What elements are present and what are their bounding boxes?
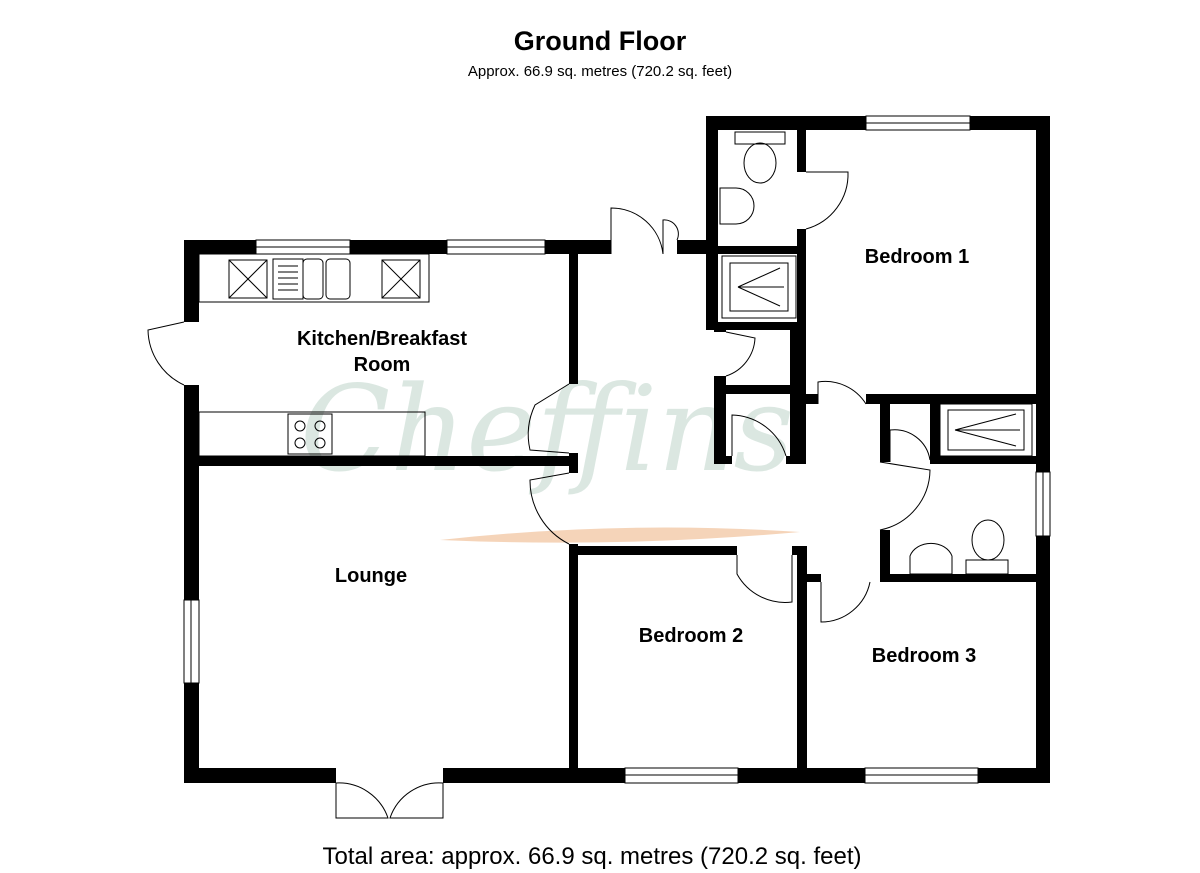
wc-icon <box>743 142 777 184</box>
total-area: Total area: approx. 66.9 sq. metres (720… <box>322 843 862 870</box>
bathroom-wc-cistern <box>965 559 1009 575</box>
floor-title: Ground Floor <box>513 26 687 56</box>
room-label-bedroom1: Bedroom 1 <box>865 246 969 268</box>
shower-tray <box>721 255 797 319</box>
fixtures <box>198 131 1033 575</box>
room-labels: Kitchen/Breakfast Room Lounge Bedroom 1 … <box>297 246 976 667</box>
windows <box>183 115 1051 784</box>
watermark: Cheffins <box>300 360 800 543</box>
room-label-kitchen-line2: Room <box>354 354 411 376</box>
kitchen-worktop-top <box>198 253 430 303</box>
room-label-kitchen-line1: Kitchen/Breakfast <box>297 328 467 350</box>
hob-icon <box>287 413 333 455</box>
bathroom-basin-icon <box>909 542 953 575</box>
room-label-bedroom3: Bedroom 3 <box>872 645 976 667</box>
room-label-bedroom2: Bedroom 2 <box>639 625 743 647</box>
kitchen-worktop-bottom <box>198 411 426 457</box>
floor-area-subtitle: Approx. 66.9 sq. metres (720.2 sq. feet) <box>467 63 733 80</box>
doors <box>147 171 931 819</box>
wc-cistern <box>734 131 786 145</box>
walls <box>184 116 1050 783</box>
bath-shower-tray <box>939 403 1033 457</box>
sink-bowl <box>325 258 351 300</box>
sink-bowl-small <box>302 258 324 300</box>
watermark-text: Cheffins <box>300 360 794 498</box>
bathroom-wc-icon <box>971 519 1005 561</box>
basin-icon <box>719 187 755 225</box>
watermark-swoosh <box>440 527 800 543</box>
room-label-lounge: Lounge <box>335 565 407 587</box>
